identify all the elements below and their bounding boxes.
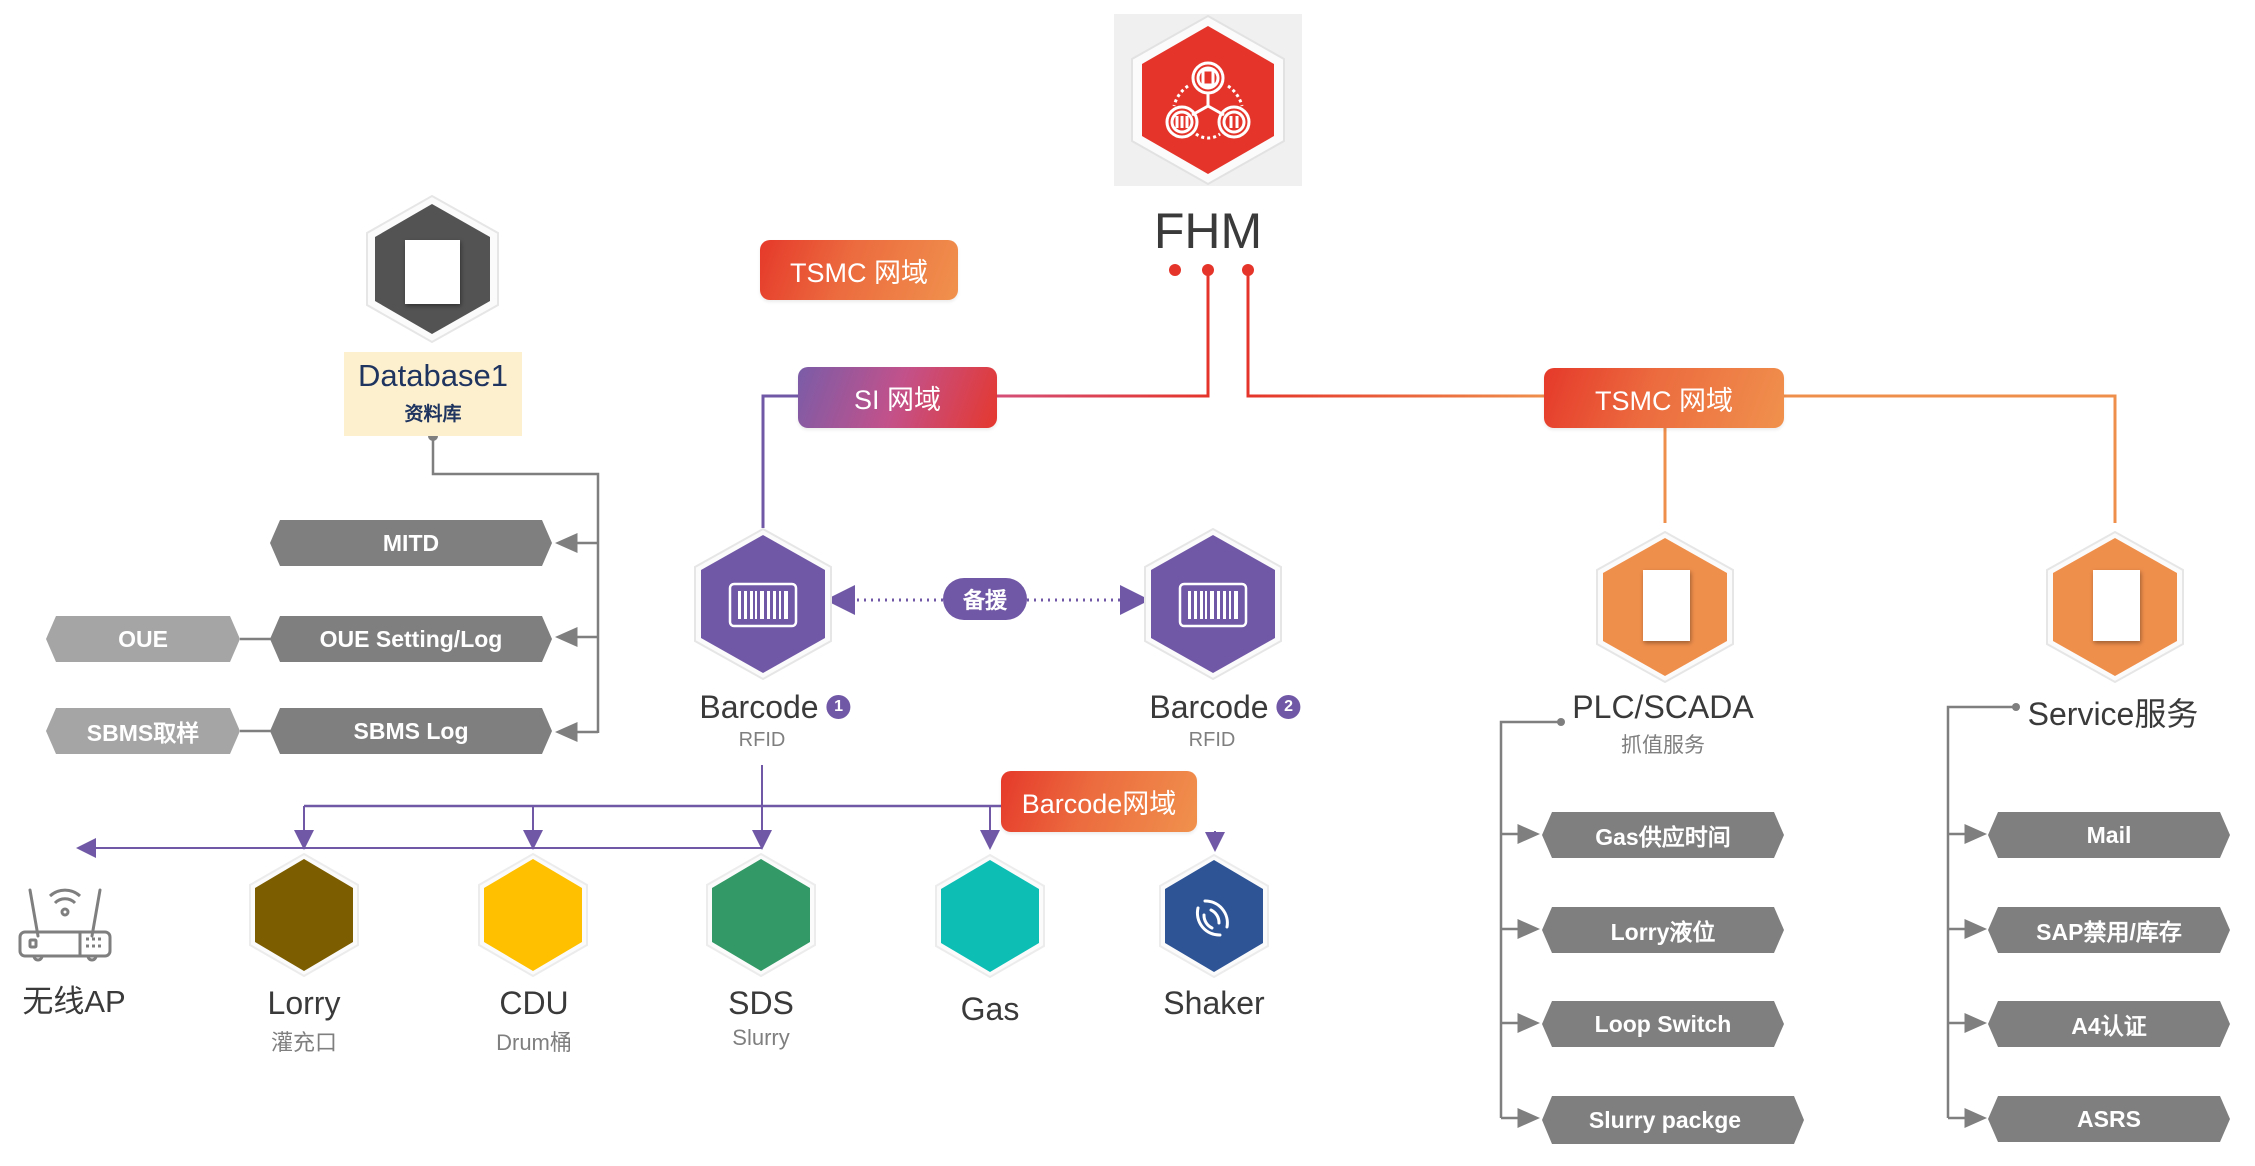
database-label: Database1 资料库 bbox=[344, 352, 522, 436]
barcode-1-title-text: Barcode bbox=[699, 689, 819, 725]
service-item-label: ASRS bbox=[2077, 1105, 2141, 1132]
barcode-2-number-badge: 2 bbox=[1276, 694, 1301, 719]
backup-badge: 备援 bbox=[943, 578, 1027, 620]
barcode-1-title: Barcode 1 bbox=[699, 689, 851, 726]
output-tag-mitd[interactable]: MITD bbox=[268, 518, 554, 568]
plc-scada-node[interactable] bbox=[1595, 530, 1735, 684]
plc-item[interactable]: Slurry packge bbox=[1540, 1094, 1806, 1146]
tsmc-domain-left[interactable]: TSMC 网域 bbox=[760, 240, 958, 300]
service-item-label: SAP禁用/库存 bbox=[2036, 919, 2182, 945]
service-node[interactable] bbox=[2045, 530, 2185, 684]
device-node-cdu[interactable] bbox=[477, 852, 589, 978]
source-tag-oue[interactable]: OUE bbox=[44, 614, 242, 664]
fhm-node[interactable] bbox=[1130, 14, 1286, 186]
vibration-icon bbox=[1195, 899, 1229, 937]
device-sds-title: SDS bbox=[728, 985, 794, 1021]
service-icon bbox=[2093, 570, 2140, 641]
output-tag-sbms-log[interactable]: SBMS Log bbox=[268, 706, 554, 756]
si-domain[interactable]: SI 网域 bbox=[798, 367, 997, 428]
output-tag-label: SBMS Log bbox=[353, 717, 469, 744]
source-tag-label: OUE bbox=[118, 625, 168, 652]
device-shaker-title: Shaker bbox=[1163, 985, 1265, 1021]
barcode-icon bbox=[728, 582, 798, 628]
plc-item-label: Slurry packge bbox=[1588, 1106, 1742, 1133]
wire-fhm-si bbox=[997, 270, 1210, 398]
device-node-sds[interactable] bbox=[705, 852, 817, 978]
service-item-label: Mail bbox=[2086, 821, 2132, 848]
device-sds-subtitle: Slurry bbox=[732, 1025, 790, 1050]
plc-item[interactable]: Gas供应时间 bbox=[1540, 810, 1786, 860]
barcode-1-number-badge: 1 bbox=[826, 694, 851, 719]
tsmc-domain-right[interactable]: TSMC 网域 bbox=[1544, 368, 1784, 428]
database-subtitle: 资料库 bbox=[404, 404, 462, 425]
plc-port bbox=[1557, 718, 1565, 726]
service-title: Service服务 bbox=[2027, 696, 2199, 732]
barcode-domain[interactable]: Barcode网域 bbox=[1001, 771, 1197, 832]
service-item[interactable]: A4认证 bbox=[1986, 999, 2232, 1049]
device-lorry-title: Lorry bbox=[267, 985, 341, 1021]
output-tag-oue-setting[interactable]: OUE Setting/Log bbox=[268, 614, 554, 664]
device-node-gas[interactable] bbox=[934, 853, 1046, 979]
barcode-2-title: Barcode 2 bbox=[1149, 689, 1301, 726]
fhm-port-1 bbox=[1169, 264, 1181, 276]
device-cdu-subtitle: Drum桶 bbox=[496, 1030, 572, 1055]
barcode-2-title-text: Barcode bbox=[1149, 689, 1269, 725]
output-tag-label: OUE Setting/Log bbox=[319, 625, 503, 652]
plc-item-label: Loop Switch bbox=[1594, 1010, 1732, 1037]
barcode-2-subtitle: RFID bbox=[1188, 729, 1236, 751]
database-icon bbox=[405, 240, 460, 304]
barcode-icon bbox=[1178, 582, 1248, 628]
plc-subtitle: 抓值服务 bbox=[1621, 734, 1705, 757]
device-node-shaker[interactable] bbox=[1158, 853, 1270, 979]
wire-db-bus bbox=[431, 436, 600, 733]
service-item[interactable]: ASRS bbox=[1986, 1094, 2232, 1144]
fhm-port-2 bbox=[1202, 264, 1214, 276]
output-tag-label: MITD bbox=[382, 529, 440, 556]
plc-item[interactable]: Lorry液位 bbox=[1540, 905, 1786, 955]
plc-title: PLC/SCADA bbox=[1572, 689, 1754, 725]
device-gas-title: Gas bbox=[960, 991, 1020, 1027]
database-node[interactable] bbox=[365, 194, 500, 344]
plc-item-label: Gas供应时间 bbox=[1595, 824, 1731, 850]
barcode-node-2[interactable] bbox=[1143, 527, 1283, 681]
plc-item[interactable]: Loop Switch bbox=[1540, 999, 1786, 1049]
wire-tsmc-right-service bbox=[1782, 394, 2117, 523]
wifi-router-icon[interactable] bbox=[18, 880, 112, 971]
wire-fhm-tsmc-right bbox=[1246, 270, 1546, 398]
plc-item-label: Lorry液位 bbox=[1610, 919, 1716, 945]
plc-icon bbox=[1643, 570, 1690, 641]
service-item-label: A4认证 bbox=[2071, 1013, 2147, 1039]
source-tag-label: SBMS取样 bbox=[86, 720, 200, 746]
service-port bbox=[2012, 703, 2020, 711]
barcode-node-1[interactable] bbox=[693, 527, 833, 681]
device-lorry-subtitle: 灌充口 bbox=[270, 1030, 338, 1055]
fhm-title: FHM bbox=[1153, 203, 1263, 259]
database-title: Database1 bbox=[358, 358, 508, 393]
network-nodes-icon bbox=[1165, 61, 1251, 140]
wifi-ap-title: 无线AP bbox=[22, 984, 126, 1019]
wire-si-barcode1 bbox=[761, 394, 800, 528]
source-tag-sbms[interactable]: SBMS取样 bbox=[44, 706, 242, 756]
service-item[interactable]: Mail bbox=[1986, 810, 2232, 860]
fhm-port-3 bbox=[1242, 264, 1254, 276]
service-item[interactable]: SAP禁用/库存 bbox=[1986, 905, 2232, 955]
barcode-1-subtitle: RFID bbox=[738, 729, 786, 751]
device-cdu-title: CDU bbox=[499, 985, 569, 1021]
device-node-lorry[interactable] bbox=[248, 852, 360, 978]
